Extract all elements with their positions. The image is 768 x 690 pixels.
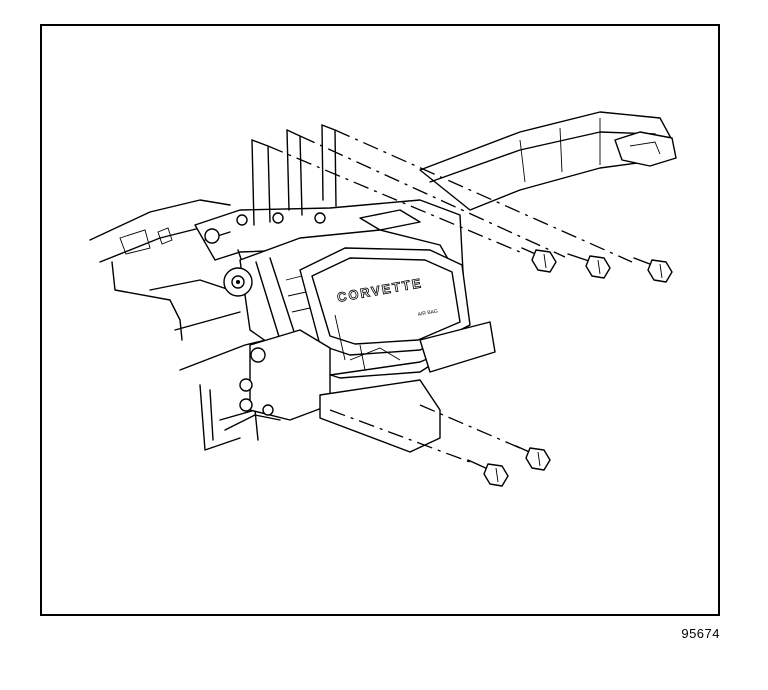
cross-beam [419, 111, 677, 211]
bolt-upper-1 [521, 247, 557, 273]
bolt-lower-1 [515, 445, 551, 471]
dash-structure [89, 199, 301, 451]
figure-number: 95674 [681, 626, 720, 641]
bolt-upper-3 [633, 257, 673, 283]
module-subtext: AIR BAG [417, 309, 438, 318]
bolt-lower-2 [467, 459, 509, 487]
bolt-upper-2 [567, 253, 611, 279]
lower-bracket [224, 321, 496, 453]
alignment-lines [267, 129, 633, 463]
